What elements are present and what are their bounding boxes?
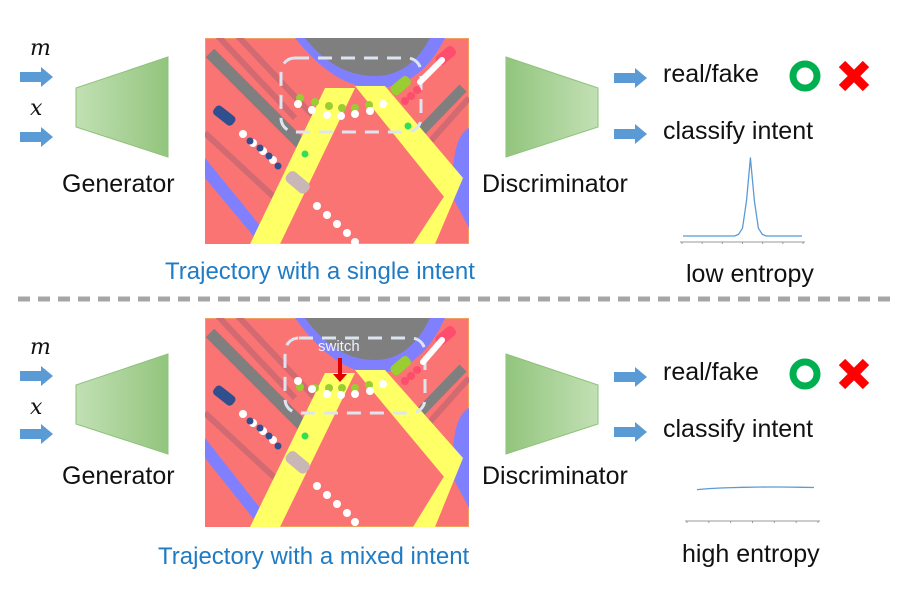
caption-mixed-intent: Trajectory with a mixed intent — [158, 543, 470, 570]
input-x-arrow — [20, 127, 53, 147]
trajectory-map-mixed — [205, 318, 469, 527]
real-fake-label: real/fake — [663, 60, 759, 88]
entropy-plot-high — [685, 486, 820, 523]
caption-single-intent: Trajectory with a single intent — [165, 258, 475, 285]
trajectory-map-single — [205, 38, 469, 244]
discriminator-label: Discriminator — [482, 462, 628, 490]
classify-intent-label: classify intent — [663, 117, 814, 145]
generator-label: Generator — [62, 170, 175, 198]
input-x-label: x — [30, 395, 43, 420]
circle-icon — [789, 358, 821, 390]
discriminator-block — [505, 56, 599, 158]
input-m-arrow — [20, 366, 53, 386]
discriminator-block — [505, 353, 599, 455]
entropy-plot-low — [680, 157, 805, 244]
cross-icon — [838, 358, 870, 390]
output-realfake-arrow — [614, 367, 647, 387]
generator-label: Generator — [62, 462, 175, 490]
section-divider — [18, 296, 898, 302]
output-classify-arrow — [614, 422, 647, 442]
entropy-label-low: low entropy — [686, 260, 814, 288]
intent-distribution-line — [683, 157, 802, 237]
cross-icon — [838, 60, 870, 92]
classify-intent-label: classify intent — [663, 415, 814, 443]
switch-annotation: switch — [318, 338, 360, 355]
intent-distribution-line — [696, 486, 815, 491]
input-m-arrow — [20, 67, 53, 87]
real-fake-label: real/fake — [663, 358, 759, 386]
input-m-label: m — [30, 36, 51, 61]
input-x-arrow — [20, 424, 53, 444]
output-classify-arrow — [614, 124, 647, 144]
entropy-label-high: high entropy — [682, 540, 820, 568]
circle-icon — [789, 60, 821, 92]
generator-block — [75, 353, 169, 455]
switch-arrow-icon — [333, 358, 347, 382]
input-m-label: m — [30, 335, 51, 360]
output-realfake-arrow — [614, 68, 647, 88]
input-x-label: x — [30, 96, 43, 121]
generator-block — [75, 56, 169, 158]
discriminator-label: Discriminator — [482, 170, 628, 198]
